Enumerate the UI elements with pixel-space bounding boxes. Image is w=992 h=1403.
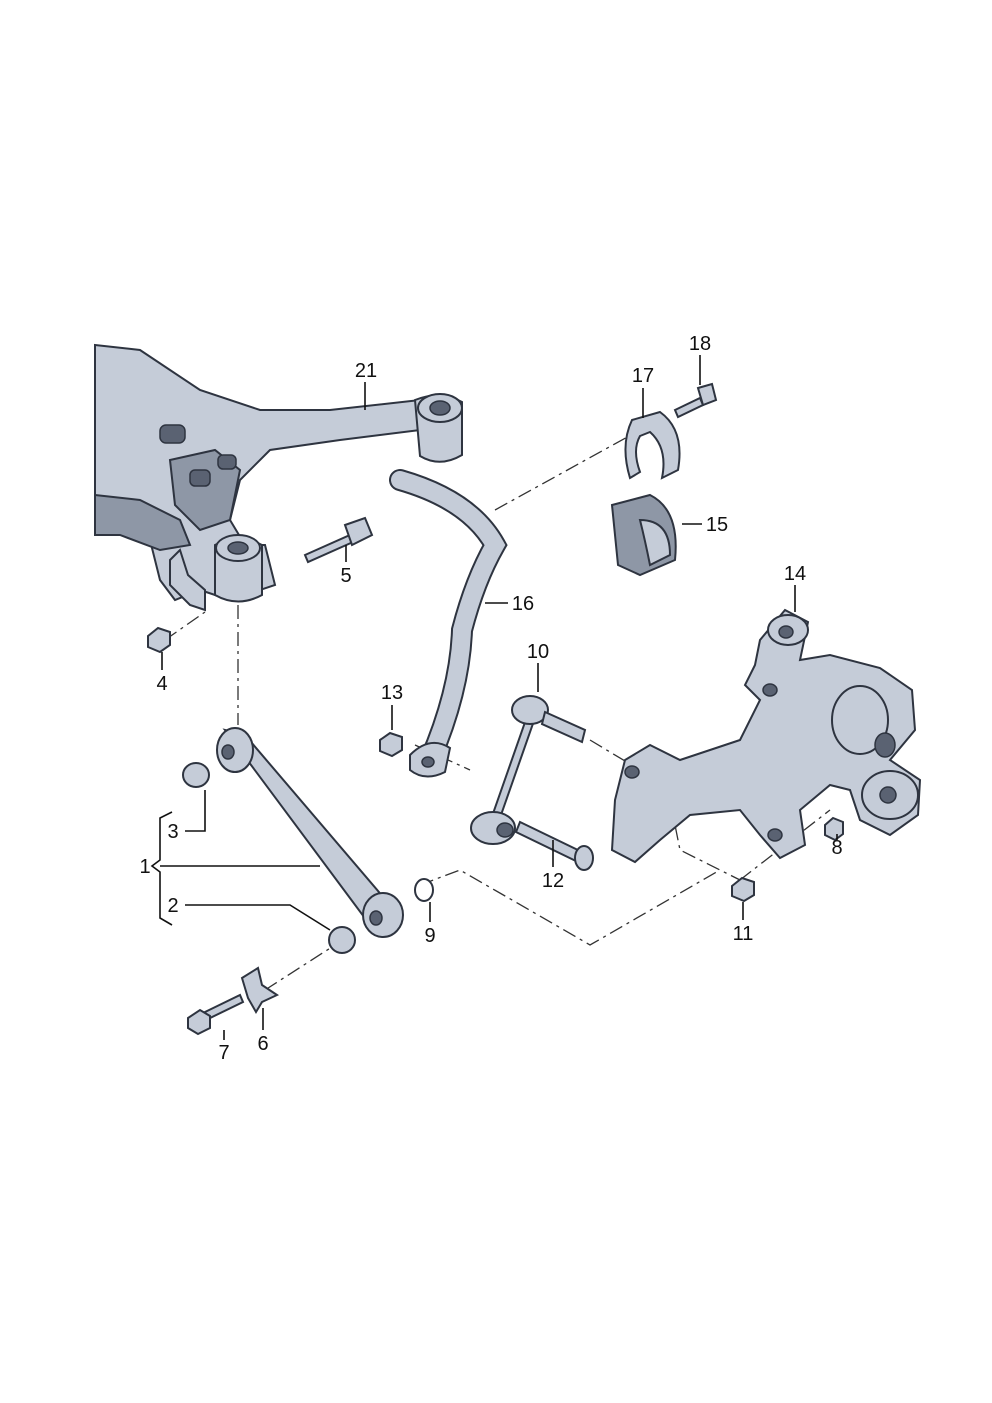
label-15: 15 (706, 514, 728, 536)
label-4: 4 (156, 673, 167, 695)
label-13: 13 (381, 682, 403, 704)
wheel-bearing-housing (610, 608, 922, 864)
bolt-18 (673, 382, 718, 419)
label-2: 2 (167, 895, 178, 917)
label-10: 10 (527, 641, 549, 663)
bush-15 (610, 493, 677, 577)
bush-2 (328, 926, 356, 954)
control-arm (216, 727, 404, 938)
bush-3 (182, 762, 210, 788)
part-labels: 21 18 17 15 5 16 14 4 13 10 3 1 12 8 9 1… (139, 333, 842, 1064)
label-12: 12 (542, 870, 564, 892)
label-8: 8 (831, 837, 842, 859)
label-7: 7 (218, 1042, 229, 1064)
label-14: 14 (784, 563, 806, 585)
nut-8 (824, 816, 844, 842)
label-16: 16 (512, 593, 534, 615)
washer-9 (414, 878, 434, 902)
assembly-lines (164, 429, 831, 991)
label-5: 5 (340, 565, 351, 587)
label-9: 9 (424, 925, 435, 947)
bolt-5 (303, 516, 374, 564)
eccentric-washer-6 (240, 966, 280, 1014)
clamp-17 (624, 410, 681, 480)
bolt-12 (514, 820, 594, 871)
bolt-7 (187, 993, 245, 1036)
label-18: 18 (689, 333, 711, 355)
label-21: 21 (355, 360, 377, 382)
nut-13 (379, 731, 403, 758)
nut-4 (147, 626, 171, 654)
label-1: 1 (139, 856, 150, 878)
label-3: 3 (167, 821, 178, 843)
coupling-rod (470, 695, 587, 845)
leader-lines (150, 355, 838, 1040)
label-17: 17 (632, 365, 654, 387)
label-11: 11 (733, 923, 754, 945)
nut-11 (731, 876, 755, 903)
label-6: 6 (257, 1033, 268, 1055)
